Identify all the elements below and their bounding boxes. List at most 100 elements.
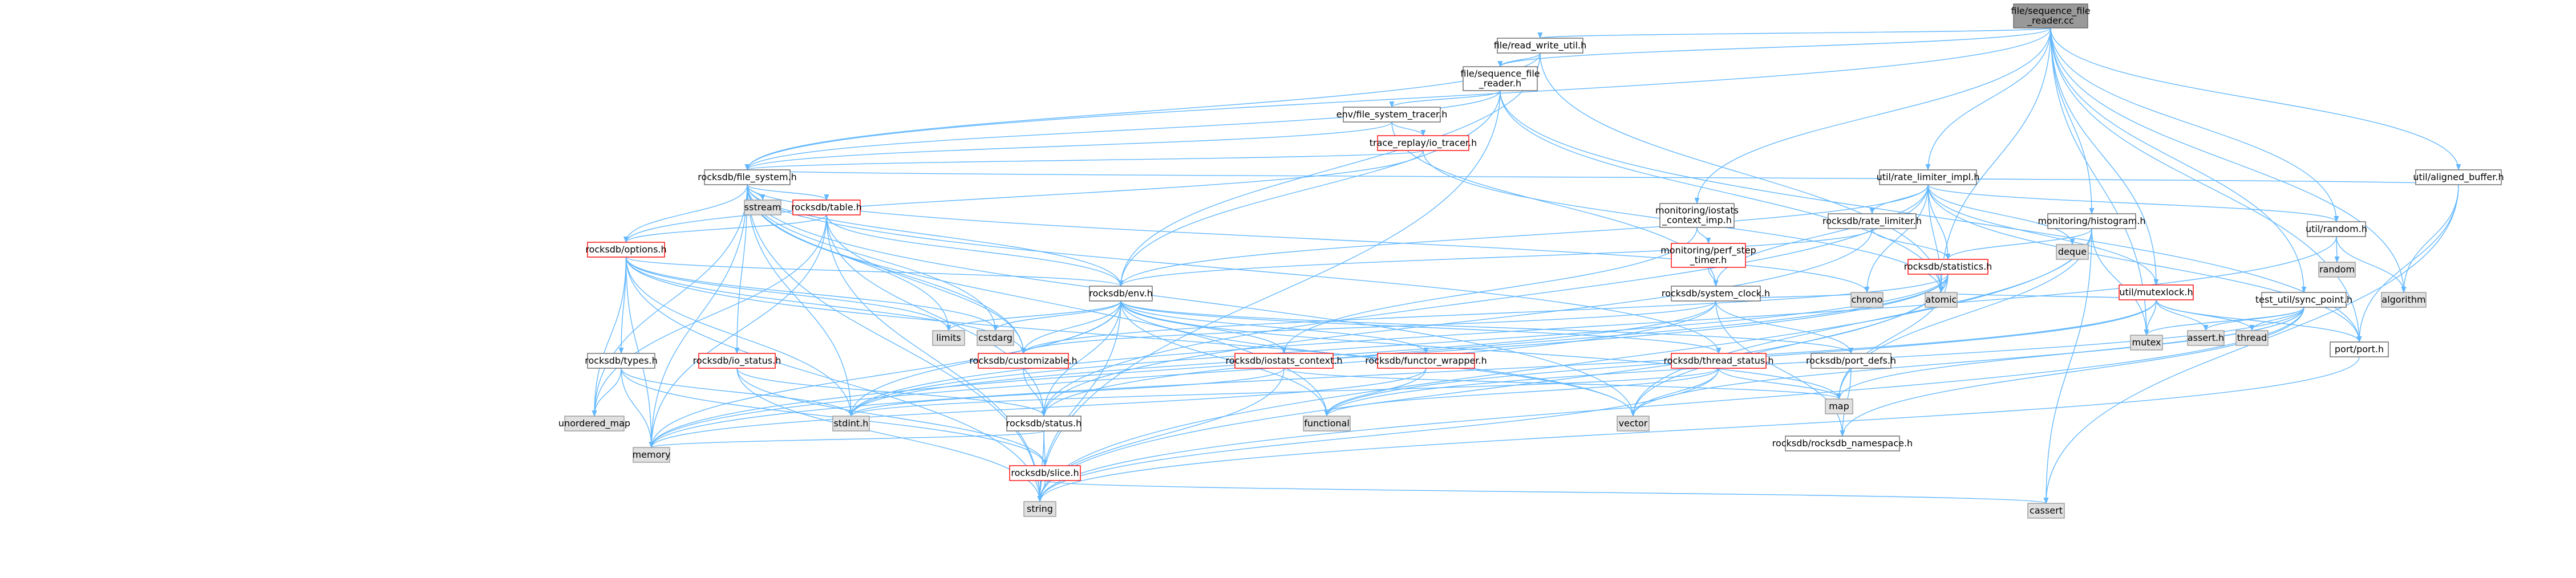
node-vector: vector [1617, 416, 1650, 432]
node-label: mutex [2132, 337, 2161, 348]
node-label: rocksdb/customizable.h [969, 355, 1077, 366]
edge-rli-to-portport [1927, 184, 2362, 343]
edge-root-to-atomic [1938, 27, 2051, 294]
edge-opts-to-stdint [625, 257, 854, 417]
node-algorithm: algorithm [2381, 292, 2427, 308]
node-chrono: chrono [1850, 292, 1884, 308]
edge-env-to-functional [1120, 300, 1330, 417]
node-sysclock[interactable]: rocksdb/system_clock.h [1662, 286, 1770, 302]
node-label: _reader.h [1479, 78, 1521, 89]
edge-threadstatus-to-vector [1630, 368, 1719, 417]
node-box [2307, 221, 2366, 237]
edge-stats-to-custom [1020, 274, 1949, 355]
node-label: rocksdb/options.h [585, 244, 666, 255]
node-rli[interactable]: util/rate_limiter_impl.h [1877, 169, 1980, 185]
node-label: rocksdb/status.h [1006, 418, 1082, 429]
edge-rli-to-urandom [1927, 184, 2339, 223]
node-box [1825, 398, 1853, 414]
node-iostatus[interactable]: rocksdb/io_status.h [693, 353, 781, 369]
node-box [977, 330, 1014, 346]
node-mutex: mutex [2130, 335, 2163, 351]
node-table[interactable]: rocksdb/table.h [791, 200, 862, 215]
node-box [744, 200, 781, 215]
edge-tsp-to-assert [2203, 307, 2304, 332]
node-label: monitoring/histogram.h [2038, 215, 2145, 226]
node-types[interactable]: rocksdb/types.h [585, 353, 658, 369]
edge-rli-to-chrono [1864, 184, 1929, 294]
edge-rli-to-env [1118, 184, 1929, 287]
edge-root-to-mutex [2050, 27, 2149, 336]
dependency-edges [592, 27, 2461, 504]
edge-iostatus-to-slice [736, 368, 1048, 467]
node-map: map [1825, 398, 1853, 414]
node-label: rocksdb/thread_status.h [1664, 355, 1774, 367]
node-portport[interactable]: port/port.h [2330, 341, 2389, 357]
edge-funcwrap-to-memory [649, 368, 1427, 449]
node-box [1089, 286, 1153, 302]
node-funcwrap[interactable]: rocksdb/functor_wrapper.h [1365, 353, 1487, 369]
edge-mutexlock-to-memory [649, 299, 2157, 449]
node-label: rocksdb/rate_limiter.h [1822, 215, 1922, 227]
node-iosctx[interactable]: monitoring/iostats_context_imp.h [1655, 203, 1739, 228]
edge-tsp-to-thread [2249, 307, 2304, 332]
edge-urandom-to-stdint [848, 236, 2337, 417]
node-status[interactable]: rocksdb/status.h [1006, 416, 1082, 432]
node-box [704, 169, 791, 185]
edge-efst-to-trio [1391, 121, 1426, 137]
node-root[interactable]: file/sequence_file_reader.cc [2011, 3, 2091, 29]
node-mutexlock[interactable]: util/mutexlock.h [2119, 284, 2194, 300]
edge-custom-to-status [1023, 368, 1047, 417]
node-box [2013, 3, 2088, 29]
node-urandom[interactable]: util/random.h [2306, 221, 2367, 237]
node-opts[interactable]: rocksdb/options.h [585, 242, 667, 258]
edge-fs-to-opts [623, 184, 748, 243]
node-stats[interactable]: rocksdb/statistics.h [1904, 259, 1992, 275]
node-label: rocksdb/types.h [585, 355, 657, 366]
node-label: util/aligned_buffer.h [2413, 172, 2504, 183]
edge-table-to-memory [649, 214, 827, 449]
node-tsp[interactable]: test_util/sync_point.h [2255, 292, 2352, 308]
edge-table-to-status [826, 214, 1047, 417]
node-rl[interactable]: rocksdb/rate_limiter.h [1822, 213, 1922, 229]
node-box [1463, 66, 1538, 91]
node-threadstatus[interactable]: rocksdb/thread_status.h [1664, 353, 1774, 369]
node-label: trace_replay/io_tracer.h [1370, 137, 1477, 149]
edge-tsp-to-string [1037, 307, 2304, 503]
edge-hist-to-vector [1630, 228, 2092, 417]
edge-rl-to-env [1118, 228, 1873, 287]
node-functional: functional [1303, 416, 1351, 432]
edge-root-to-algorithm [2050, 27, 2407, 294]
edge-trio-to-opts [623, 150, 1424, 243]
node-efst[interactable]: env/file_system_tracer.h [1336, 107, 1448, 123]
node-hist[interactable]: monitoring/histogram.h [2038, 213, 2146, 229]
node-pst[interactable]: monitoring/perf_step_timer.h [1660, 243, 1756, 268]
node-box [1671, 353, 1767, 369]
node-label: memory [633, 449, 671, 460]
edge-root-to-rwu [1538, 27, 2051, 39]
node-sfr[interactable]: file/sequence_file_reader.h [1460, 66, 1540, 91]
node-box [1497, 38, 1583, 54]
node-label: rocksdb/rocksdb_namespace.h [1772, 438, 1913, 449]
node-label: cstdarg [978, 332, 1012, 343]
edge-status-to-memory [649, 430, 1044, 449]
node-label: thread [2237, 332, 2267, 343]
edge-opts-to-cstdarg [625, 257, 998, 332]
edge-env-to-portdefs [1120, 300, 1854, 355]
node-ab[interactable]: util/aligned_buffer.h [2413, 169, 2504, 185]
node-custom[interactable]: rocksdb/customizable.h [969, 353, 1078, 369]
node-fs[interactable]: rocksdb/file_system.h [698, 169, 797, 185]
edge-rwu-to-atomic [1540, 52, 1944, 294]
node-trio[interactable]: trace_replay/io_tracer.h [1370, 135, 1477, 151]
node-portdefs[interactable]: rocksdb/port_defs.h [1806, 353, 1896, 369]
edge-opts-to-umap [592, 257, 627, 417]
node-label: file/sequence_file [1460, 68, 1540, 80]
node-label: map [1829, 401, 1849, 412]
node-env[interactable]: rocksdb/env.h [1089, 286, 1153, 302]
node-rwu[interactable]: file/read_write_util.h [1494, 38, 1587, 54]
edge-efst-to-fs [744, 121, 1392, 171]
node-slice[interactable]: rocksdb/slice.h [1009, 465, 1081, 481]
node-label: _context_imp.h [1662, 215, 1732, 226]
node-iostatsctx[interactable]: rocksdb/iostats_context.h [1226, 353, 1343, 369]
node-box [698, 353, 776, 369]
node-rns[interactable]: rocksdb/rocksdb_namespace.h [1772, 435, 1913, 451]
